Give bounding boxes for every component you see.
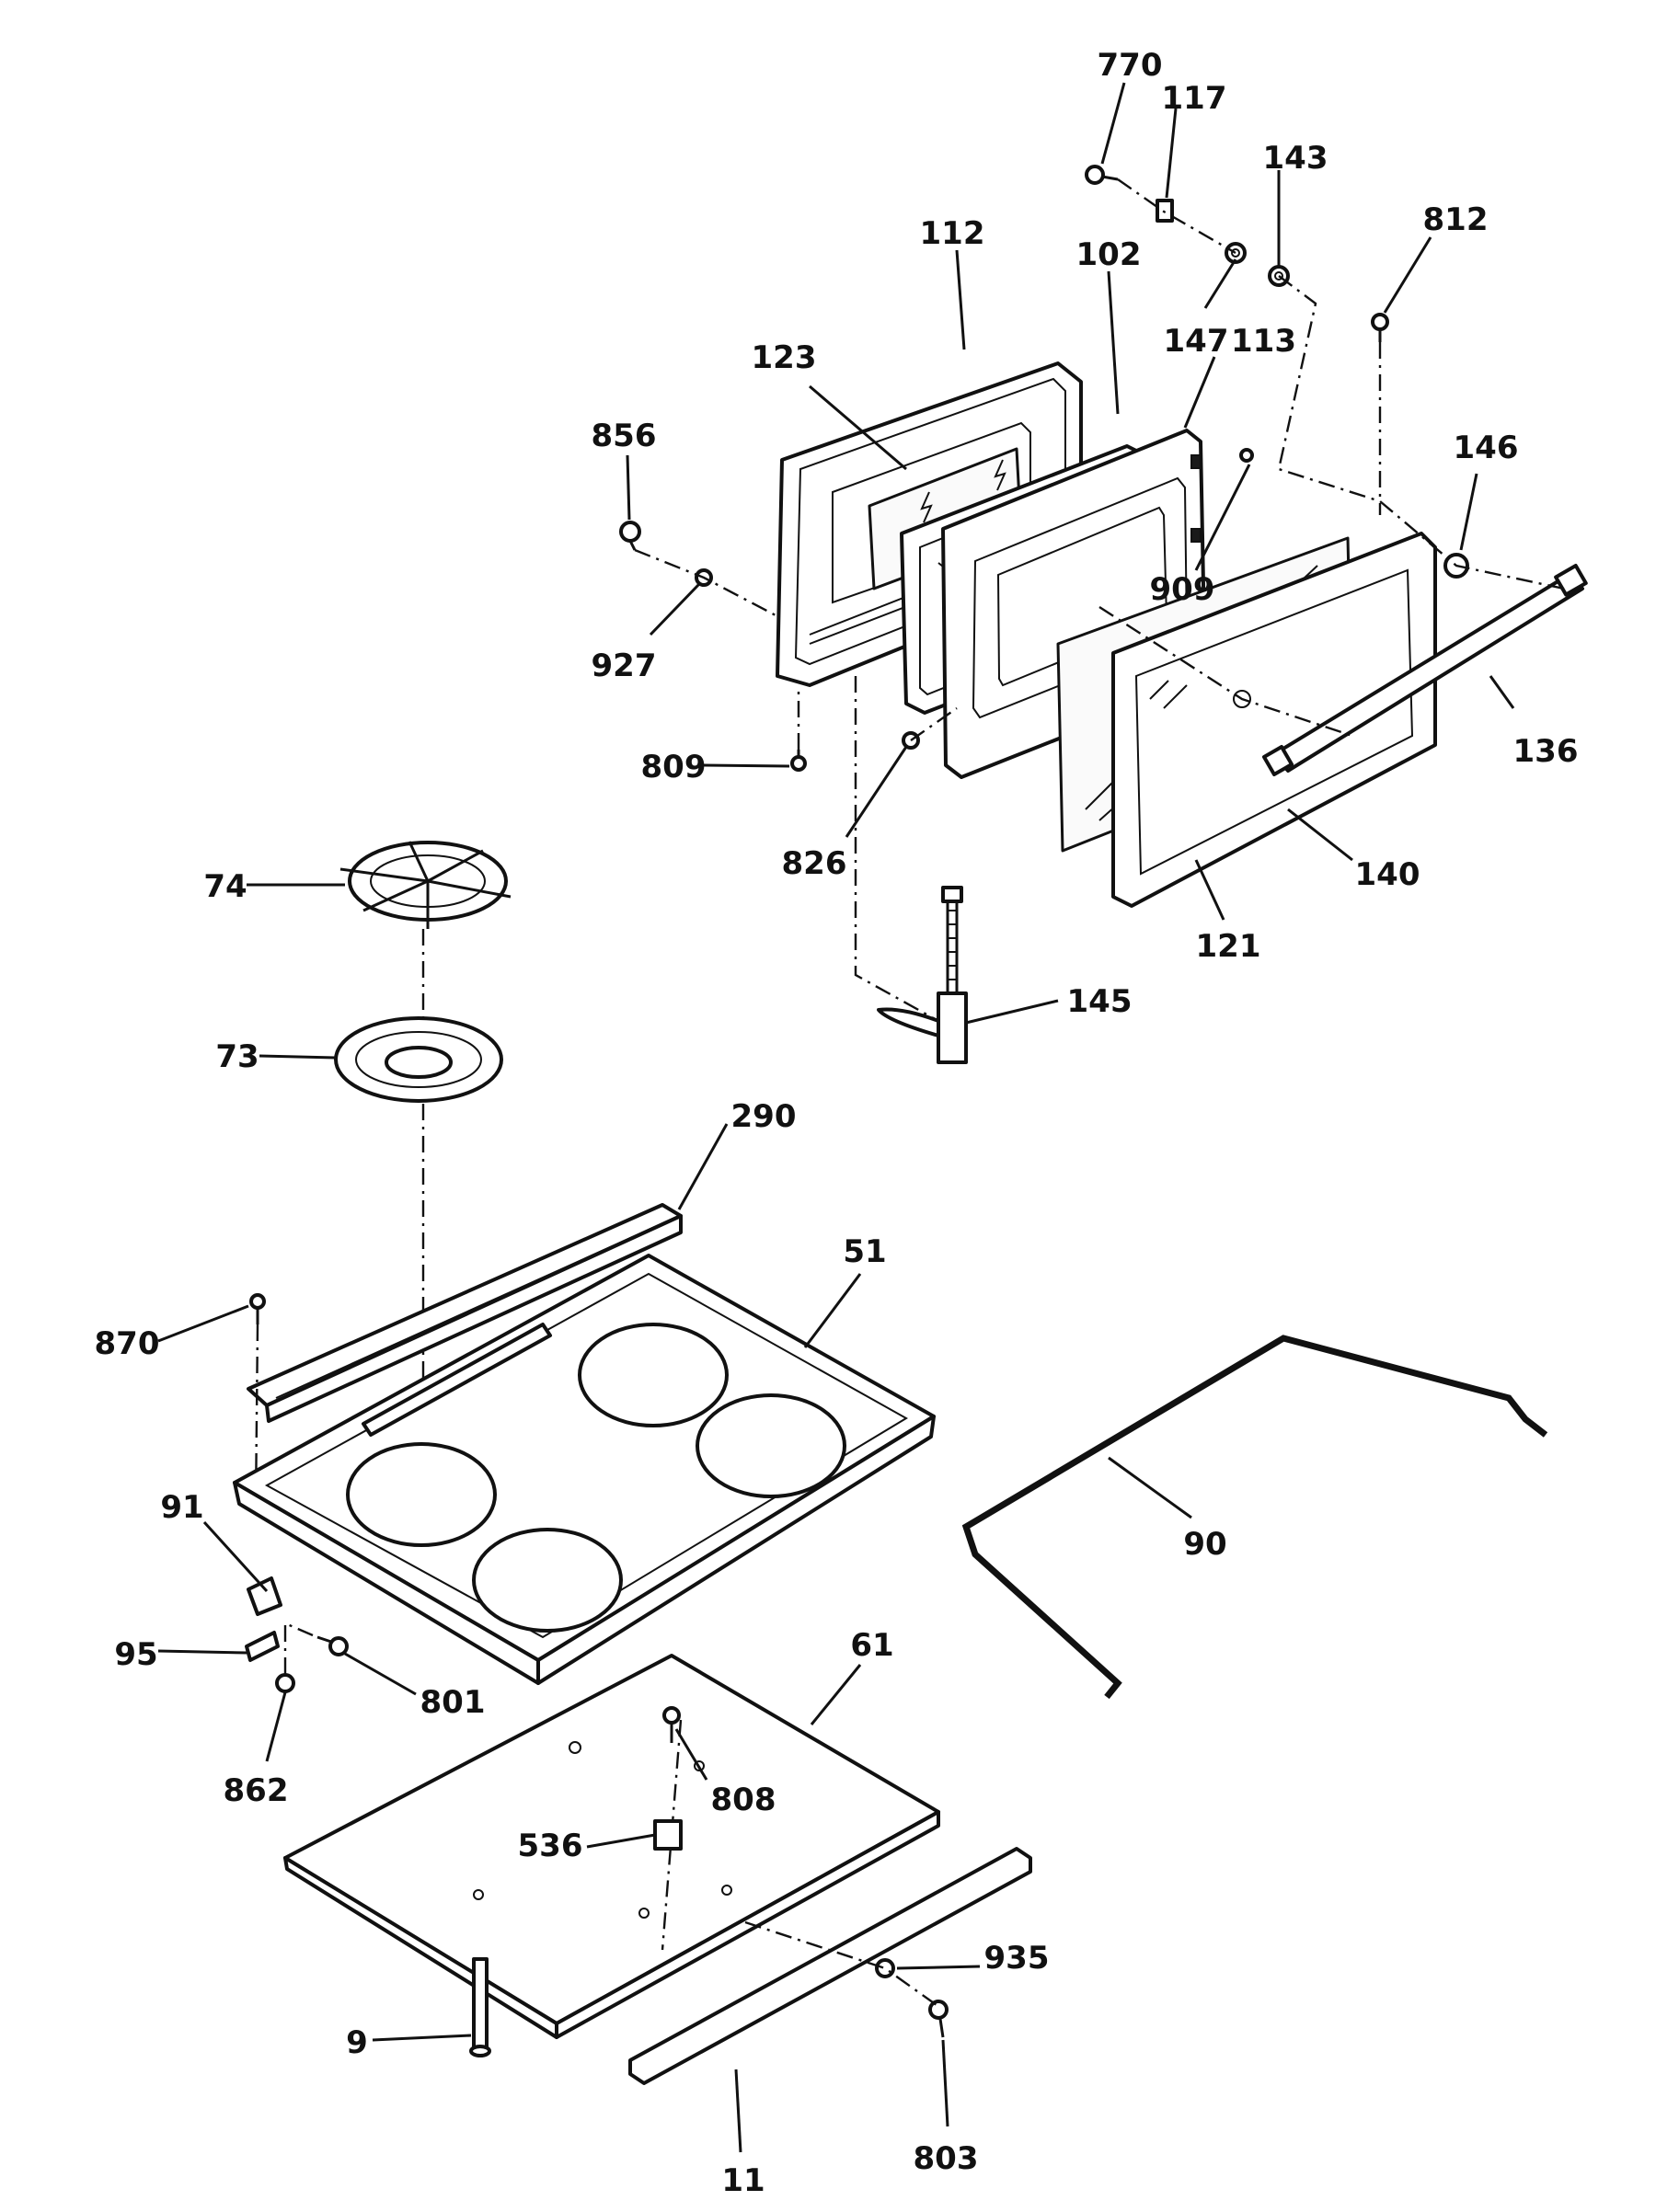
callout-145: 145 bbox=[1067, 983, 1133, 1020]
screw-770-icon bbox=[1085, 165, 1119, 185]
part-74-burner-grate bbox=[339, 841, 512, 929]
screw-870-icon bbox=[249, 1293, 266, 1324]
callout-536: 536 bbox=[518, 1828, 583, 1864]
callout-112: 112 bbox=[920, 215, 985, 252]
screw-801-icon bbox=[316, 1635, 349, 1656]
part-140-outer-door-panel bbox=[1111, 532, 1437, 908]
callout-935: 935 bbox=[984, 1940, 1050, 1977]
callout-95: 95 bbox=[114, 1636, 157, 1673]
callout-140: 140 bbox=[1355, 856, 1420, 893]
callout-870: 870 bbox=[95, 1325, 160, 1362]
callout-11: 11 bbox=[721, 2162, 765, 2199]
callout-117: 117 bbox=[1162, 80, 1227, 117]
callout-136: 136 bbox=[1513, 733, 1579, 770]
callout-121: 121 bbox=[1196, 928, 1261, 965]
oven-door-assembly bbox=[619, 165, 1588, 1064]
callout-146: 146 bbox=[1454, 430, 1519, 466]
part-11-front-strip bbox=[628, 1847, 1032, 2085]
screw-808-icon bbox=[662, 1706, 681, 1743]
callout-123: 123 bbox=[752, 339, 817, 376]
leader-lines bbox=[157, 82, 1515, 2153]
part-91-bracket bbox=[247, 1576, 282, 1616]
part-61-bottom-pan bbox=[283, 1654, 940, 2039]
bracket-axis-lines bbox=[283, 1622, 314, 1674]
callout-91: 91 bbox=[160, 1489, 203, 1526]
callout-102: 102 bbox=[1076, 236, 1142, 273]
screw-803-icon bbox=[928, 2000, 949, 2038]
callout-856: 856 bbox=[592, 418, 657, 454]
callout-770: 770 bbox=[1098, 47, 1163, 84]
callout-809: 809 bbox=[641, 749, 707, 785]
callout-51: 51 bbox=[843, 1233, 886, 1270]
clip-117-icon bbox=[1156, 199, 1174, 223]
door-assembly-lines bbox=[634, 178, 1565, 1023]
callout-801: 801 bbox=[420, 1684, 486, 1721]
callout-812: 812 bbox=[1423, 201, 1489, 238]
callout-147: 147 bbox=[1164, 323, 1229, 360]
part-136-door-handle bbox=[1261, 563, 1588, 777]
part-9-leveling-leg bbox=[469, 1957, 491, 2057]
callout-113: 113 bbox=[1231, 323, 1296, 360]
part-51-cooktop bbox=[233, 1254, 936, 1685]
callout-labels: 770 117 143 812 112 102 147 113 123 856 … bbox=[95, 47, 1579, 2199]
part-290-rear-trim bbox=[247, 1203, 683, 1423]
part-536-switch bbox=[653, 1819, 683, 1851]
callout-90: 90 bbox=[1183, 1526, 1226, 1563]
callout-808: 808 bbox=[711, 1782, 776, 1818]
callout-61: 61 bbox=[850, 1627, 893, 1664]
screw-862-icon bbox=[275, 1673, 295, 1693]
callout-73: 73 bbox=[215, 1038, 259, 1075]
part-95-clip bbox=[245, 1631, 280, 1662]
callout-862: 862 bbox=[224, 1772, 289, 1809]
screw-812-icon bbox=[1371, 313, 1389, 342]
callout-290: 290 bbox=[731, 1098, 797, 1135]
screw-856-icon bbox=[619, 521, 641, 551]
screw-909-icon bbox=[1239, 448, 1254, 463]
part-73-drip-bowl bbox=[334, 1016, 503, 1103]
callout-927: 927 bbox=[592, 648, 657, 684]
callout-9: 9 bbox=[346, 2024, 368, 2061]
callout-803: 803 bbox=[914, 2140, 979, 2177]
callout-909: 909 bbox=[1150, 571, 1215, 608]
callout-74: 74 bbox=[203, 868, 247, 905]
part-145-door-hinge bbox=[877, 886, 968, 1064]
callout-826: 826 bbox=[782, 845, 847, 882]
part-90-wire-harness bbox=[961, 1335, 1548, 1700]
callout-143: 143 bbox=[1263, 140, 1328, 177]
washer-935-icon bbox=[875, 1958, 895, 1978]
screw-809-icon bbox=[790, 750, 807, 772]
